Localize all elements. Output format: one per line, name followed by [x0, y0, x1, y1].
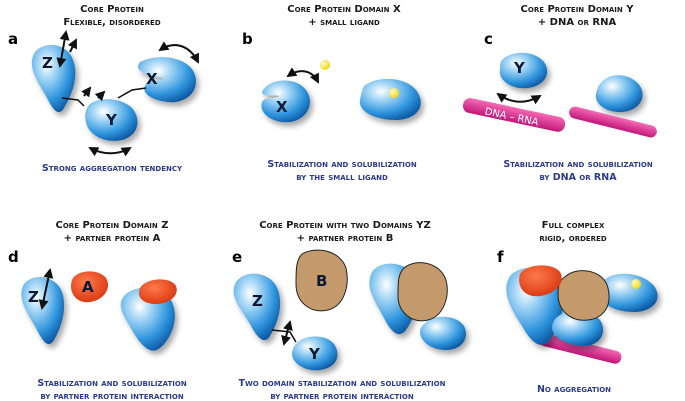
- domain-z-label: Z: [252, 292, 263, 310]
- rotation-arrow: [288, 71, 318, 82]
- domain-y-bound-blob: [420, 317, 466, 350]
- flex-arrow: [70, 40, 76, 52]
- panel-title-line2: + DNA or RNA: [538, 17, 617, 28]
- domain-y-bound-blob: [596, 75, 643, 112]
- domain-y-label: Y: [105, 111, 118, 129]
- domain-y-label: Y: [308, 345, 321, 363]
- panel-letter: a: [8, 30, 18, 48]
- partner-b-blob: [558, 271, 609, 321]
- panel-caption-line1: Two domain stabilization and solubilizat…: [239, 378, 446, 389]
- panel-letter: e: [232, 248, 242, 266]
- panel-caption-line1: Stabilization and solubilization: [267, 159, 417, 170]
- panel-title-line1: Core Protein with two Domains YZ: [259, 220, 431, 231]
- panel-letter: c: [484, 30, 493, 48]
- panel-title-line1: Core Protein Domain Z: [56, 220, 169, 231]
- panel-title-line2: + partner protein B: [297, 233, 394, 244]
- small-ligand: [631, 279, 641, 289]
- panel-title-line2: rigid, ordered: [539, 233, 607, 244]
- rotation-arrow: [90, 148, 130, 153]
- panel-letter: b: [242, 30, 253, 48]
- panel-title-line1: Core Protein: [80, 4, 144, 15]
- panel-letter: f: [497, 248, 504, 266]
- partner-b-bound-blob: [398, 263, 447, 321]
- panel-caption-line1: Stabilization and solubilization: [37, 378, 187, 389]
- rotation-arrow: [498, 94, 540, 102]
- domain-y-label: Y: [513, 59, 526, 77]
- panel-caption-line1: Stabilization and solubilization: [503, 159, 653, 170]
- panel-title-line1: Full complex: [542, 220, 605, 231]
- panel-caption-line1: Strong aggregation tendency: [42, 163, 183, 174]
- panel-b: b Core Protein Domain X + small ligand X…: [242, 4, 421, 183]
- panel-caption-line2: by the small ligand: [296, 172, 388, 183]
- panel-caption-line1: No aggregation: [537, 384, 611, 395]
- flex-arrow: [84, 88, 90, 96]
- small-ligand: [320, 60, 330, 70]
- panel-c: c Core Protein Domain Y + DNA or RNA Y D…: [462, 4, 658, 183]
- panel-caption-line2: by partner protein interaction: [270, 391, 414, 401]
- panel-title-line1: Core Protein Domain X: [287, 4, 401, 15]
- panel-a: a Core Protein Flexible, disordered Z X …: [8, 4, 198, 174]
- panel-title-line1: Core Protein Domain Y: [521, 4, 635, 15]
- domain-x-label: X: [146, 70, 158, 88]
- panel-title-line2: + small ligand: [308, 17, 380, 28]
- panel-d: d Core Protein Domain Z + partner protei…: [8, 220, 187, 401]
- panel-e: e Core Protein with two Domains YZ + par…: [232, 220, 466, 401]
- panel-title-line2: + partner protein A: [64, 233, 161, 244]
- flex-arrow: [98, 92, 104, 98]
- domain-x-bound-blob: [360, 79, 421, 120]
- domain-x-label: X: [276, 98, 288, 116]
- domain-z-label: Z: [28, 288, 39, 306]
- domain-z-label: Z: [42, 54, 53, 72]
- domain-z-blob: [32, 45, 76, 112]
- panel-caption-line2: by DNA or RNA: [539, 172, 617, 183]
- partner-b-label: B: [316, 272, 327, 290]
- flex-arrow: [284, 322, 290, 344]
- partner-a-label: A: [82, 278, 94, 296]
- linker-yx: [118, 88, 146, 98]
- panel-caption-line2: by partner protein interaction: [40, 391, 184, 401]
- panel-title-line2: Flexible, disordered: [63, 17, 160, 28]
- small-ligand-bound: [389, 88, 399, 98]
- panel-f: f Full complex rigid, ordered No aggrega…: [497, 220, 658, 395]
- panel-letter: d: [8, 248, 19, 266]
